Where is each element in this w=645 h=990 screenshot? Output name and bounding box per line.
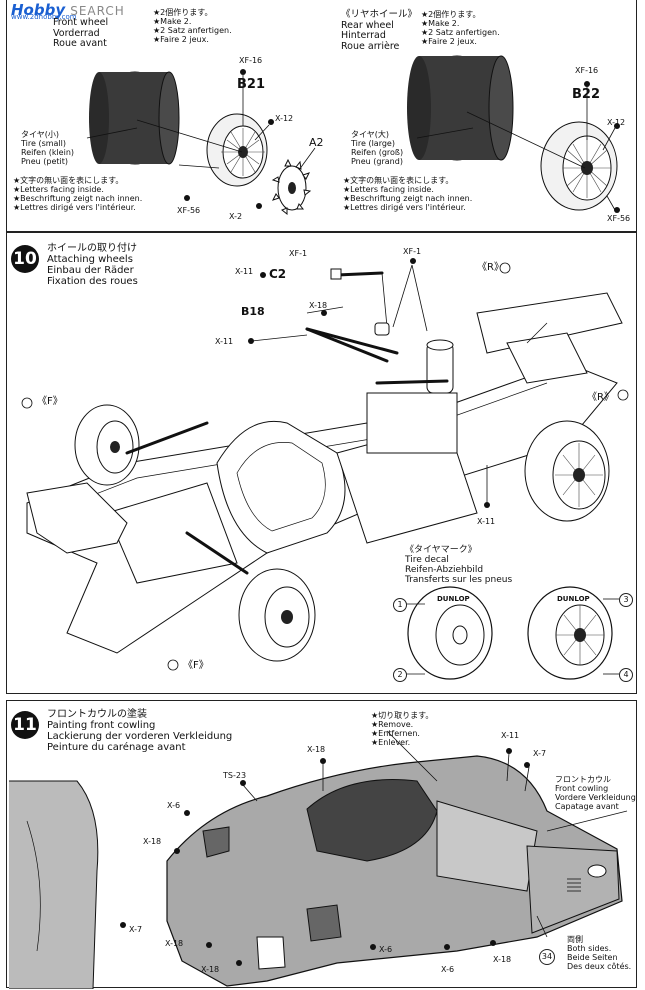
front-tire-label: タイヤ(小) Tire (small) Reifen (klein) Pneu … — [21, 130, 75, 166]
part-label: X-6 — [441, 965, 455, 974]
part-label: X-12 — [607, 118, 626, 127]
part-label: XF-16 — [575, 66, 599, 75]
cowling-illustration — [9, 730, 628, 989]
both-sides-note: 両側 Both sides. Beide Seiten Des deux côt… — [567, 935, 632, 971]
step-10-title: ホイールの取り付け Attaching wheels Einbau der Rä… — [47, 243, 138, 287]
decal-number: 1 — [393, 598, 407, 612]
part-label: X-11 — [235, 267, 254, 276]
part-label: XF-56 — [607, 214, 631, 223]
decal-number: 3 — [619, 593, 633, 607]
part-label: XF-1 — [403, 247, 422, 256]
tire-decal-title: 《タイヤマーク》 Tire decal Reifen-Abziehbild Tr… — [405, 545, 513, 585]
rear-wheel-make-note: ★2個作ります。 ★Make 2. ★2 Satz anfertigen. ★F… — [421, 10, 500, 46]
part-label: X-11 — [477, 517, 496, 526]
tire-brand-label: DUNLOP — [557, 595, 590, 603]
part-label: X-7 — [533, 749, 547, 758]
part-label: X-11 — [501, 731, 520, 740]
part-label: X-11 — [215, 337, 234, 346]
decal-number: 4 — [619, 668, 633, 682]
part-label: X-7 — [129, 925, 143, 934]
front-wheel-make-note: ★2個作ります。 ★Make 2. ★2 Satz anfertigen. ★F… — [153, 8, 232, 44]
remove-note: ★切り取ります。 ★Remove. ★Entfernen. ★Enlever. — [371, 711, 434, 747]
step-number-badge: 10 — [11, 245, 39, 273]
part-label: 《R》 — [477, 262, 504, 273]
part-label: 《F》 — [37, 396, 63, 407]
part-label: XF-1 — [289, 249, 308, 258]
part-label: X-2 — [229, 212, 243, 221]
part-label: XF-16 — [239, 56, 263, 65]
part-label: XF-56 — [177, 206, 201, 215]
front-wheel-note: ★文字の無い面を表にします。 ★Letters facing inside. ★… — [13, 176, 143, 212]
part-label: X-12 — [275, 114, 294, 123]
part-label: X-18 — [143, 837, 162, 846]
watermark-search: SEARCH — [70, 4, 125, 18]
wheel-illustration — [86, 55, 620, 216]
part-label: 《R》 — [587, 392, 614, 403]
part-label: X-6 — [167, 801, 181, 810]
part-label: X-18 — [309, 301, 328, 310]
part-label: TS-23 — [223, 771, 247, 780]
rear-wheel-title: 《リヤホイール》 Rear wheel Hinterrad Roue arriè… — [341, 9, 418, 52]
chassis-illustration — [21, 258, 629, 680]
front-wheel-title: Front wheel Vorderrad Roue avant — [53, 17, 109, 49]
part-label: 《F》 — [183, 660, 209, 671]
step-number-badge: 11 — [11, 711, 39, 739]
part-label: X-18 — [165, 939, 184, 948]
part-label: X-18 — [201, 965, 220, 974]
part-label: A2 — [309, 136, 324, 149]
part-label: C2 — [269, 267, 287, 281]
part-label: B18 — [241, 305, 265, 318]
tire-brand-label: DUNLOP — [437, 595, 470, 603]
watermark-site: www.2dhobby.com — [11, 13, 77, 21]
decal-number: 2 — [393, 668, 407, 682]
part-label: X-18 — [493, 955, 512, 964]
watermark-brand: Hobby — [11, 1, 66, 19]
decal-number: 34 — [539, 949, 555, 965]
part-label: B21 — [237, 77, 265, 92]
part-label: X-18 — [307, 745, 326, 754]
step-10-panel: 10 ホイールの取り付け Attaching wheels Einbau der… — [6, 232, 637, 694]
part-label: B22 — [572, 87, 600, 102]
watermark-logo: Hobby SEARCH www.2dhobby.com — [7, 0, 129, 21]
part-label: X-6 — [379, 945, 393, 954]
step-11-panel: 11 フロントカウルの塗装 Painting front cowling Lac… — [6, 700, 637, 989]
rear-wheel-note: ★文字の無い面を表にします。 ★Letters facing inside. ★… — [343, 176, 473, 212]
rear-tire-label: タイヤ(大) Tire (large) Reifen (groß) Pneu (… — [351, 130, 404, 166]
wheel-assembly-panel: Hobby SEARCH www.2dhobby.com Front wheel… — [6, 0, 637, 232]
step-11-title: フロントカウルの塗装 Painting front cowling Lackie… — [47, 709, 233, 753]
front-cowling-label: フロントカウル Front cowling Vordere Verkleidun… — [555, 775, 636, 811]
